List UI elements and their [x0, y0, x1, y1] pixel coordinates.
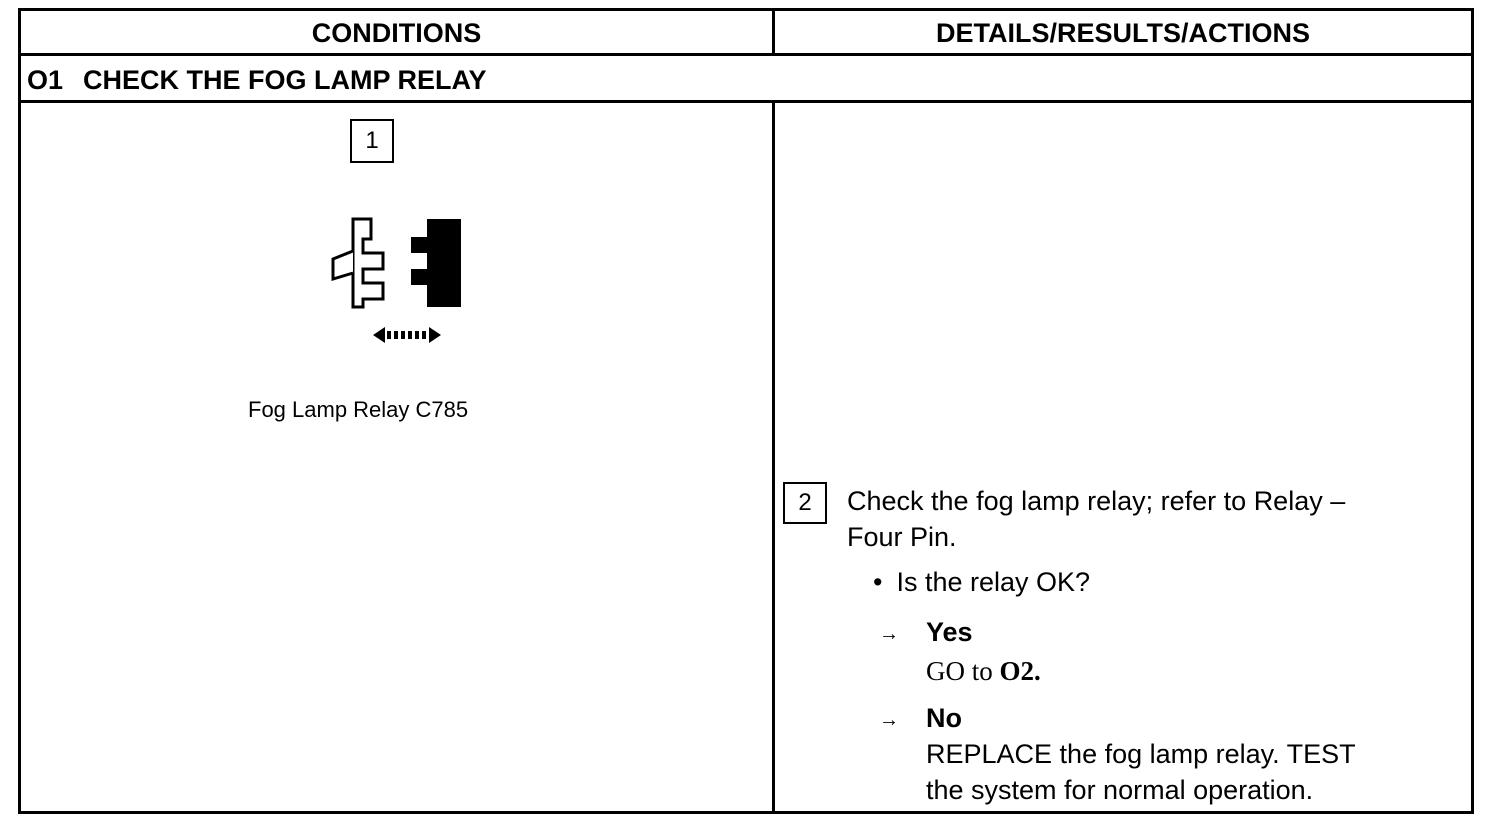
no-action-line-1: REPLACE the fog lamp relay. TEST — [926, 739, 1356, 769]
step-2-instruction-line-1: Check the fog lamp relay; refer to Relay… — [847, 486, 1346, 516]
header-divider — [21, 53, 1471, 56]
step-2-instruction-line-2: Four Pin. — [847, 522, 957, 552]
question-text: Is the relay OK? — [896, 567, 1091, 597]
section-title: O1 CHECK THE FOG LAMP RELAY — [27, 58, 487, 102]
no-action-line-2: the system for normal operation. — [926, 775, 1314, 805]
section-number: O1 — [27, 64, 64, 95]
yes-action-prefix: GO to — [926, 656, 1000, 686]
bullet-icon: • — [873, 567, 883, 597]
relay-caption: Fog Lamp Relay C785 — [248, 397, 469, 422]
yes-action-target[interactable]: O2. — [999, 656, 1041, 686]
step-1-box: 1 — [350, 119, 394, 163]
relay-connector-disconnect-icon — [331, 217, 461, 343]
no-arrow-icon: → — [879, 709, 899, 731]
header-column-divider — [772, 11, 775, 53]
yes-label: Yes — [926, 617, 973, 647]
step-2-question: • Is the relay OK? — [873, 567, 1090, 598]
section-divider — [21, 100, 1471, 103]
body-column-divider — [772, 100, 775, 811]
yes-arrow-icon: → — [879, 623, 899, 645]
no-action: REPLACE the fog lamp relay. TEST the sys… — [926, 736, 1356, 808]
step-2-box: 2 — [783, 482, 827, 524]
details-header: DETAILS/RESULTS/ACTIONS — [935, 17, 1310, 48]
no-label: No — [926, 703, 962, 733]
section-title-text: CHECK THE FOG LAMP RELAY — [83, 64, 487, 95]
diagnostic-table: CONDITIONS DETAILS/RESULTS/ACTIONS O1 CH… — [18, 8, 1474, 814]
conditions-header: CONDITIONS — [311, 17, 482, 48]
step-2-instruction: Check the fog lamp relay; refer to Relay… — [847, 483, 1345, 555]
yes-action: GO to O2. — [926, 653, 1041, 689]
